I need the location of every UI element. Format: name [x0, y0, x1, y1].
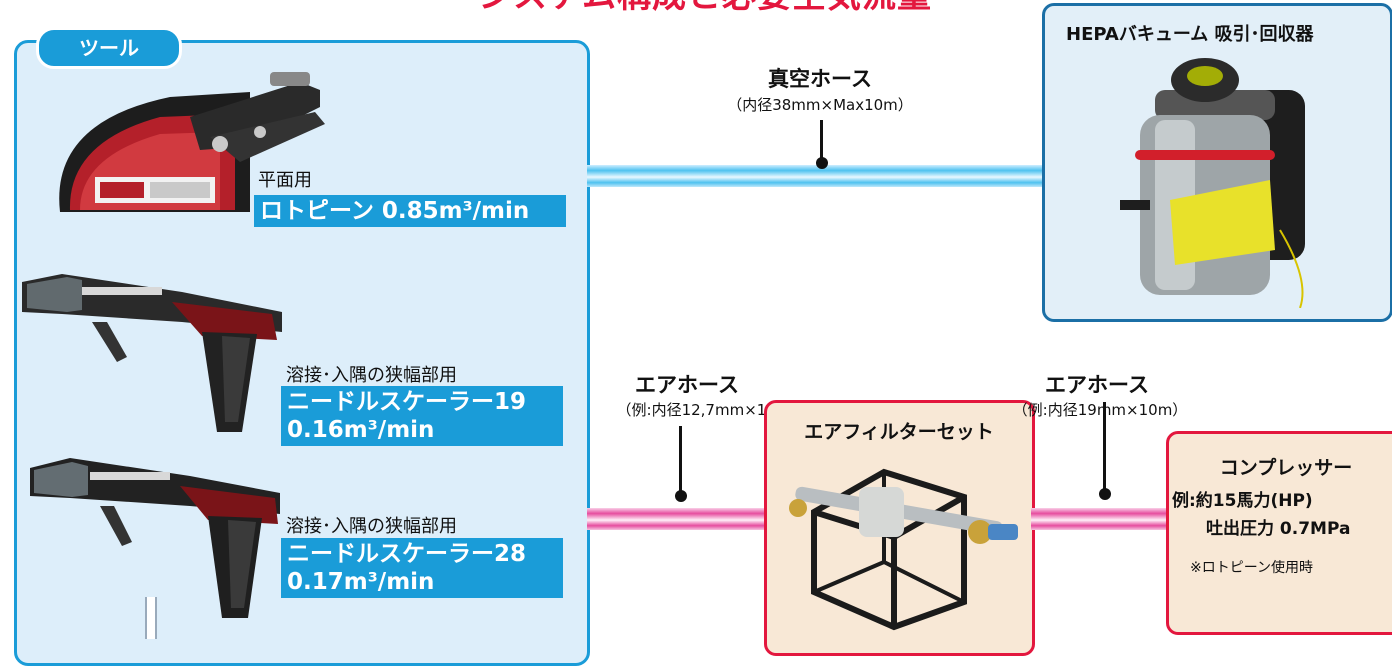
tool-use-label: 平面用 [258, 170, 312, 191]
roto-peen-tool-image [59, 72, 325, 212]
compressor-note: ※ロトピーン使用時 [1190, 560, 1314, 576]
tool-spec-line: ニードルスケーラー19 [287, 389, 527, 415]
tool-spec-box: ニードルスケーラー19 0.16m³/min [281, 386, 563, 446]
leader-dot [675, 490, 687, 502]
tool-spec-box: ロトピーン 0.85m³/min [254, 195, 566, 227]
compressor-power: 例:約15馬力(HP) [1172, 491, 1313, 511]
tool-spec-line: 0.16m³/min [287, 417, 435, 443]
hose-stub [145, 597, 157, 639]
tool-panel-tab: ツール [36, 27, 182, 69]
vacuum-hose-title: 真空ホース [768, 67, 872, 91]
leader-line [1103, 402, 1106, 492]
leader-line [679, 426, 682, 496]
air-hose-1 [587, 508, 767, 530]
vacuum-hose-spec: （内径38mm×Max10m） [727, 96, 913, 114]
compressor-panel [1166, 431, 1392, 635]
needle-scaler-19-image [22, 274, 282, 432]
diagram-title: システム構成と必要空気流量 [478, 0, 958, 18]
hepa-vacuum-image [1120, 58, 1305, 308]
tool-spec-line: ロトピーン 0.85m³/min [260, 198, 530, 224]
air-hose-1-title: エアホース [635, 373, 739, 397]
needle-scaler-28-image [30, 458, 280, 618]
leader-dot [816, 157, 828, 169]
tool-spec-line: 0.17m³/min [287, 569, 435, 595]
tool-spec-line: ニードルスケーラー28 [287, 541, 527, 567]
vacuum-unit-title: HEPAバキューム 吸引･回収器 [1066, 24, 1314, 45]
tool-spec-box: ニードルスケーラー28 0.17m³/min [281, 538, 563, 598]
compressor-pressure: 吐出圧力 0.7MPa [1206, 519, 1351, 539]
leader-dot [1099, 488, 1111, 500]
air-hose-2-spec: （例:内径19mm×10m） [1012, 401, 1188, 419]
air-filter-title: エアフィルターセット [804, 421, 994, 443]
tool-use-label: 溶接･入隅の狭幅部用 [286, 365, 457, 386]
air-hose-1-spec: （例:内径12,7mm×10m） [616, 401, 806, 419]
compressor-title: コンプレッサー [1219, 457, 1353, 479]
leader-line [820, 120, 823, 165]
air-filter-set-image [789, 468, 1018, 631]
tool-use-label: 溶接･入隅の狭幅部用 [286, 516, 457, 537]
vacuum-hose [587, 165, 1045, 187]
air-hose-2 [1031, 508, 1169, 530]
air-hose-2-title: エアホース [1045, 373, 1149, 397]
